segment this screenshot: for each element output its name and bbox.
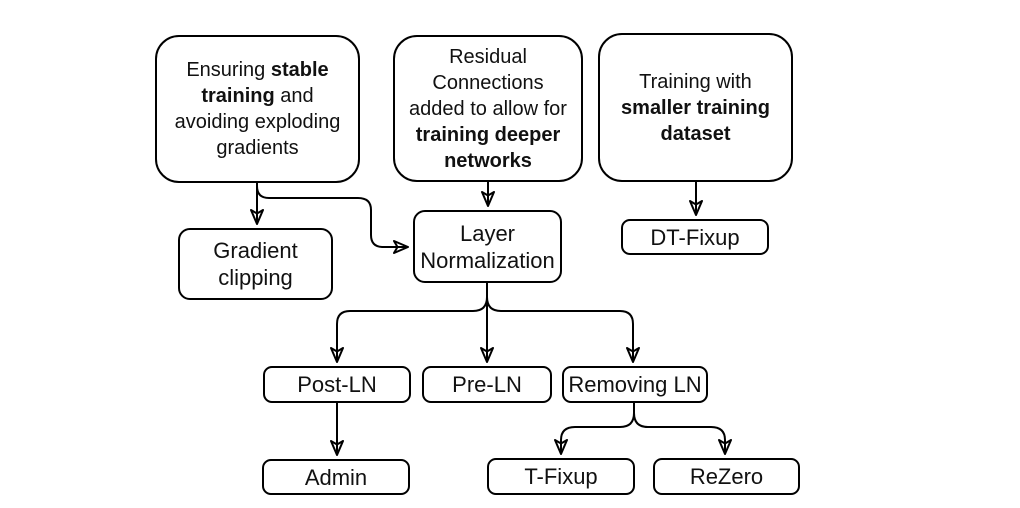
node-admin: Admin: [262, 459, 410, 495]
node-label-line: training and: [201, 85, 314, 107]
node-label-line: Normalization: [420, 247, 555, 273]
edge-removing-ln-to-t-fixup: [554, 403, 635, 455]
node-label-line: Ensuring stable: [186, 59, 329, 81]
edge-stable-to-layer-normalization: [256, 185, 409, 254]
node-pre-ln: Pre-LN: [422, 366, 552, 403]
node-label: Removing LN: [568, 372, 702, 397]
node-layer-normalization: Layer Normalization: [413, 210, 562, 283]
node-label: DT-Fixup: [650, 224, 740, 250]
edge-layer-normalization-to-post-ln: [330, 296, 488, 363]
node-ensuring-stable-training: Ensuring stable training and avoiding ex…: [155, 35, 360, 183]
node-label-line: avoiding exploding: [174, 111, 341, 133]
node-label-line: Training with: [639, 70, 752, 93]
edge-layer-normalization-to-removing-ln: [486, 296, 640, 363]
node-training-smaller-dataset: Training with smaller training dataset: [598, 33, 793, 182]
node-label-line: clipping: [218, 265, 293, 290]
node-post-ln: Post-LN: [263, 366, 411, 403]
node-label: Pre-LN: [452, 372, 522, 397]
node-label-line: smaller training: [621, 96, 770, 119]
node-label: Admin: [304, 464, 368, 490]
node-label-line: Residual: [449, 45, 527, 68]
node-label-line: gradients: [216, 137, 299, 159]
node-rezero: ReZero: [653, 458, 800, 495]
node-label-line: training deeper: [415, 123, 561, 146]
node-label: T-Fixup: [524, 464, 598, 489]
edge-removing-ln-to-rezero: [633, 412, 732, 455]
node-dt-fixup: DT-Fixup: [621, 219, 769, 255]
node-t-fixup: T-Fixup: [487, 458, 635, 495]
node-label-line: dataset: [660, 122, 731, 145]
node-label-line: networks: [444, 149, 532, 172]
node-label-line: Connections: [432, 71, 544, 94]
node-label-line: Layer: [459, 220, 516, 246]
node-label-line: added to allow for: [409, 97, 567, 120]
node-gradient-clipping: Gradient clipping: [178, 228, 333, 300]
node-label-line: Gradient: [213, 238, 298, 263]
node-residual-connections: Residual Connections added to allow for …: [393, 35, 583, 182]
node-label: Post-LN: [297, 372, 377, 397]
node-removing-ln: Removing LN: [562, 366, 708, 403]
node-label: ReZero: [689, 464, 764, 489]
